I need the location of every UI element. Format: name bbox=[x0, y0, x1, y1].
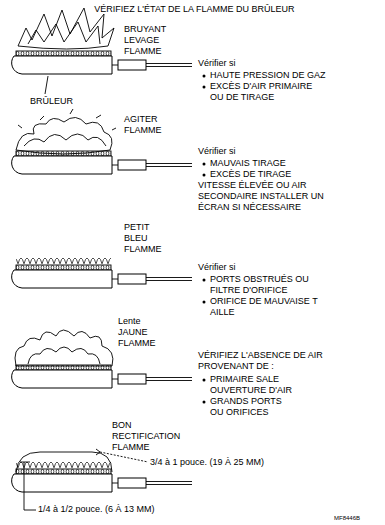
label: EXCÈS DE TIRAGE bbox=[210, 169, 291, 180]
label: Lente JAUNE FLAMME bbox=[118, 316, 164, 349]
label: BRUYANT LEVAGE FLAMME bbox=[124, 24, 182, 57]
label: BON RECTIFICATION FLAMME bbox=[112, 420, 184, 453]
label: GRANDS PORTS OU ORIFICES bbox=[210, 396, 292, 418]
label: BRÛLEUR bbox=[30, 96, 73, 107]
label: ORIFICE DE MAUVAISE T AILLE bbox=[210, 296, 322, 318]
title: VÉRIFIEZ L'ÉTAT DE LA FLAMME DU BRÛLEUR bbox=[2, 4, 385, 15]
label: EXCÈS D'AIR PRIMAIRE OU DE TIRAGE bbox=[210, 81, 322, 103]
label: VÉRIFIEZ L'ABSENCE DE AIR PROVENANT DE : bbox=[198, 350, 328, 372]
label: MAUVAIS TIRAGE bbox=[210, 158, 286, 169]
label: PORTS OBSTRUÉS OU FILTRE D'ORIFICE bbox=[210, 274, 315, 296]
label: Vérifier si bbox=[198, 146, 236, 157]
label: HAUTE PRESSION DE GAZ bbox=[210, 70, 380, 81]
label: 3/4 à 1 pouce. (19 À 25 MM) bbox=[150, 457, 264, 468]
label: VITESSE ÉLEVÉE OU AIR SECONDAIRE INSTALL… bbox=[198, 180, 333, 213]
label: PRIMAIRE SALE OUVERTURE D'AIR bbox=[210, 374, 302, 396]
label: PETIT BLEU FLAMME bbox=[124, 222, 170, 255]
label: AGITER FLAMME bbox=[124, 114, 174, 136]
label: Vérifier si bbox=[198, 58, 236, 69]
label: Vérifier si bbox=[198, 262, 236, 273]
label: MF8446B bbox=[334, 514, 360, 522]
label: 1/4 à 1/2 pouce. (6 À 13 MM) bbox=[38, 504, 155, 515]
